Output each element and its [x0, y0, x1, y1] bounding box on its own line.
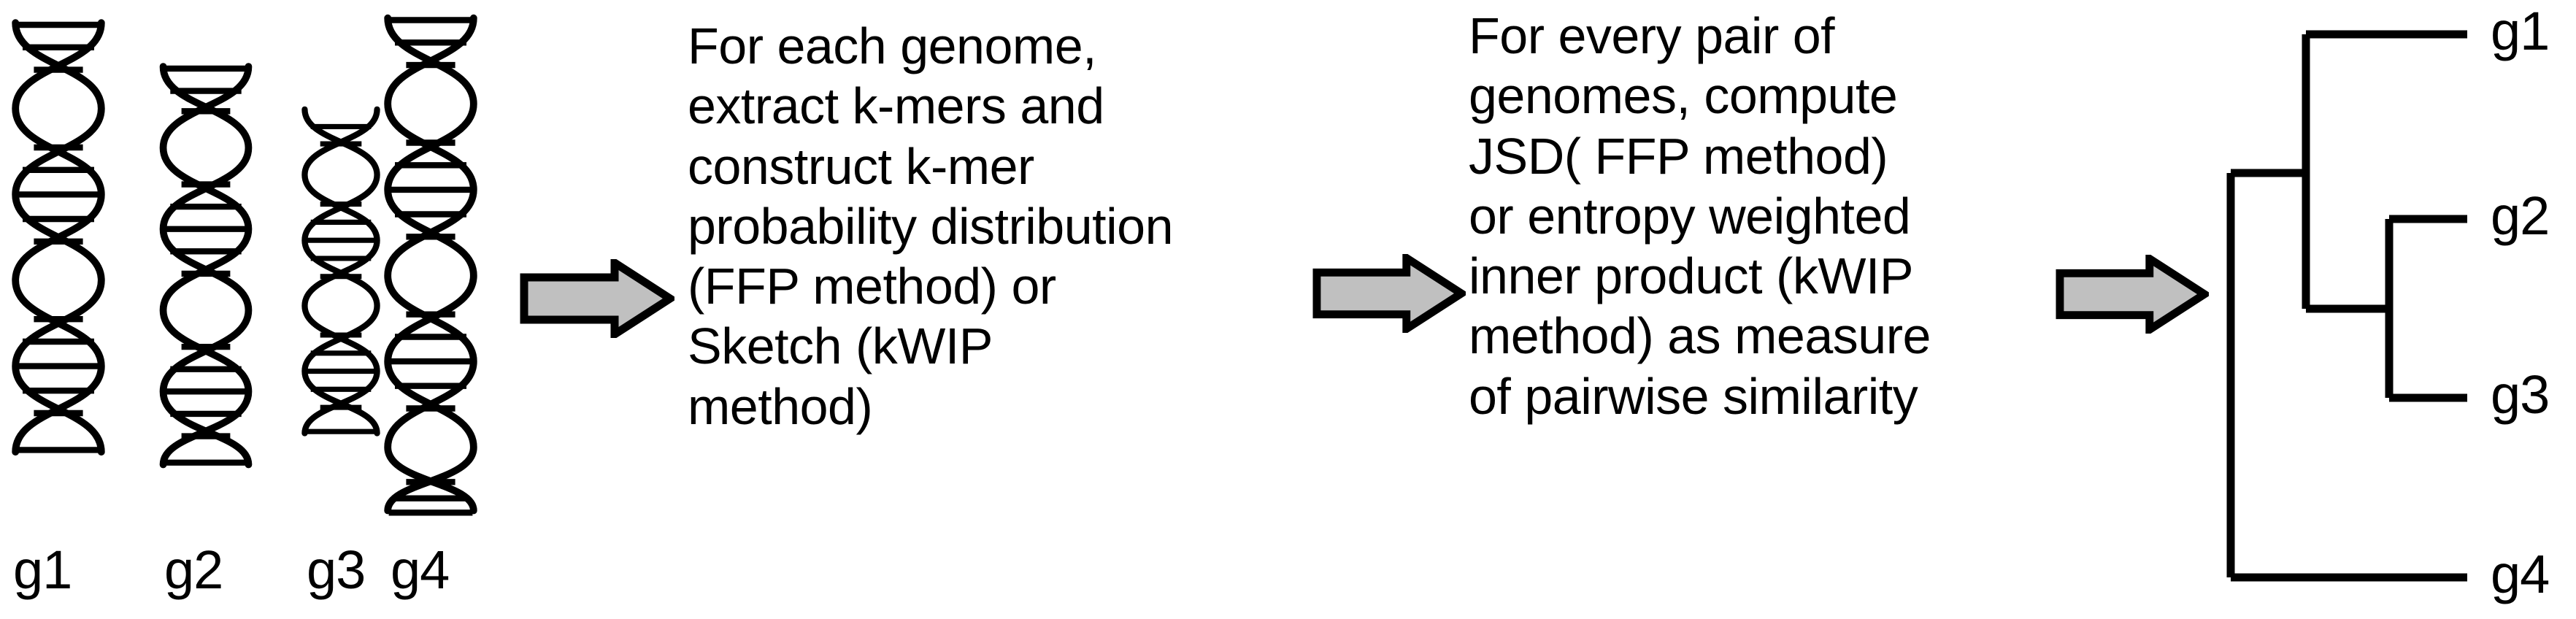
step-pairwise-distance-text: For every pair of genomes, compute JSD( …: [1469, 7, 1931, 425]
dendrogram-label-g3: g3: [2491, 364, 2550, 425]
dendrogram: g1 g2 g3 g4: [2219, 0, 2576, 619]
dendrogram-label-g1: g1: [2491, 1, 2550, 61]
arrow-genomes-to-kmers: [520, 259, 674, 338]
arrow-kmers-to-distance: [1312, 254, 1466, 333]
genome-label-g1: g1: [13, 539, 72, 600]
dendrogram-tree: [2226, 30, 2467, 582]
dna-double-helix-icon: [301, 106, 380, 437]
dna-double-helix-icon: [12, 19, 105, 456]
genome-collection: g1 g2 g3 g4: [0, 0, 511, 619]
arrow-distance-to-tree: [2056, 255, 2209, 334]
dendrogram-label-g2: g2: [2491, 185, 2550, 246]
dna-double-helix-icon: [159, 63, 253, 469]
dna-double-helix-icon: [384, 14, 477, 516]
genome-label-g4: g4: [391, 539, 450, 600]
genome-label-g2: g2: [164, 539, 223, 600]
dendrogram-label-g4: g4: [2491, 544, 2550, 604]
step-kmer-profile-text: For each genome, extract k-mers and cons…: [688, 18, 1174, 435]
genome-label-g3: g3: [307, 539, 366, 600]
